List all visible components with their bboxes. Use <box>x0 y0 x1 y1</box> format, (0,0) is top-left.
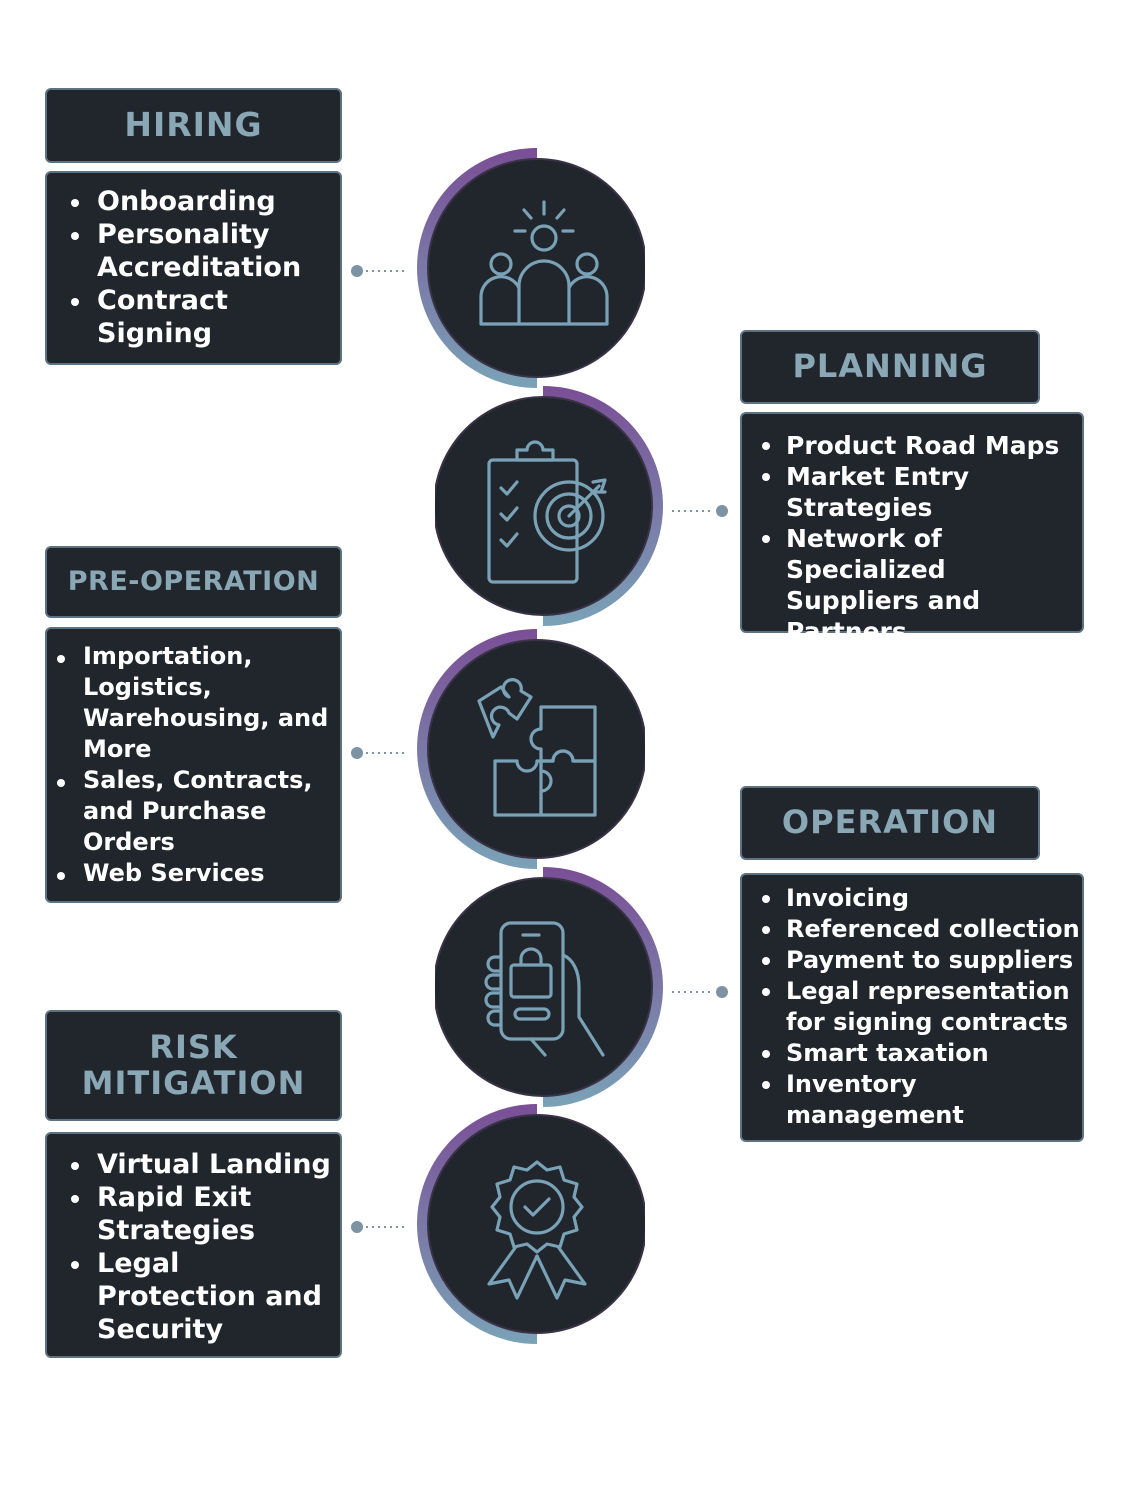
risk-mitigation-item: Virtual Landing <box>71 1148 340 1181</box>
phone-shopping-icon <box>484 921 605 1057</box>
hiring-item: Contract Signing <box>71 284 340 350</box>
hiring-title: HIRING <box>124 105 263 145</box>
pre-operation-title: PRE-OPERATION <box>67 565 320 597</box>
hiring-connector <box>350 262 410 277</box>
risk-mitigation-item: Rapid Exit Strategies <box>71 1181 340 1247</box>
pre-operation-title-box: PRE-OPERATION <box>45 546 342 618</box>
risk-mitigation-list-box: Virtual Landing Rapid Exit Strategies Le… <box>45 1132 342 1358</box>
operation-item: Invoicing <box>762 883 1082 914</box>
pre-operation-item: Importation, Logistics, Warehousing, and… <box>57 641 340 765</box>
planning-item: Network of Specialized Suppliers and Par… <box>762 523 1082 647</box>
pre-operation-circle <box>405 629 645 869</box>
operation-title-box: OPERATION <box>740 786 1040 860</box>
pre-operation-connector <box>350 744 410 759</box>
operation-item: Inventory management <box>762 1069 1082 1131</box>
planning-list-box: Product Road Maps Market Entry Strategie… <box>740 412 1084 646</box>
planning-circle <box>435 386 675 626</box>
risk-mitigation-item: Legal Protection and Security <box>71 1247 340 1346</box>
risk-mitigation-circle <box>405 1104 645 1344</box>
planning-item: Product Road Maps <box>762 430 1082 461</box>
hiring-title-box: HIRING <box>45 88 342 163</box>
planning-item: Market Entry Strategies <box>762 461 1082 523</box>
operation-item: Legal representation for signing contrac… <box>762 976 1082 1038</box>
risk-mitigation-title-line: MITIGATION <box>81 1063 306 1102</box>
planning-connector <box>670 502 730 517</box>
operation-item: Payment to suppliers <box>762 945 1082 976</box>
operation-circle <box>435 867 675 1107</box>
award-badge-icon <box>487 1160 587 1300</box>
pre-operation-item: Sales, Contracts, and Purchase Orders <box>57 765 340 858</box>
operation-item: Referenced collection <box>762 914 1082 945</box>
operation-item: Smart taxation <box>762 1038 1082 1069</box>
clipboard-target-icon <box>487 440 607 584</box>
planning-title-box: PLANNING <box>740 330 1040 404</box>
hiring-list-box: Onboarding Personality Accreditation Con… <box>45 171 342 365</box>
operation-list-box: Invoicing Referenced collection Payment … <box>740 873 1084 1142</box>
planning-title: PLANNING <box>792 347 988 386</box>
operation-connector <box>670 983 730 998</box>
puzzle-icon <box>477 678 597 817</box>
hiring-item: Onboarding <box>71 185 340 218</box>
hiring-item: Personality Accreditation <box>71 218 340 284</box>
pre-operation-item: Web Services <box>57 858 340 889</box>
risk-mitigation-title-box: RISK MITIGATION <box>45 1010 342 1121</box>
pre-operation-list-box: Importation, Logistics, Warehousing, and… <box>45 627 342 903</box>
risk-mitigation-title-line: RISK <box>149 1027 238 1066</box>
operation-title: OPERATION <box>781 803 999 842</box>
hiring-circle <box>405 148 645 388</box>
team-icon <box>479 200 609 326</box>
risk-mitigation-connector <box>350 1218 410 1233</box>
